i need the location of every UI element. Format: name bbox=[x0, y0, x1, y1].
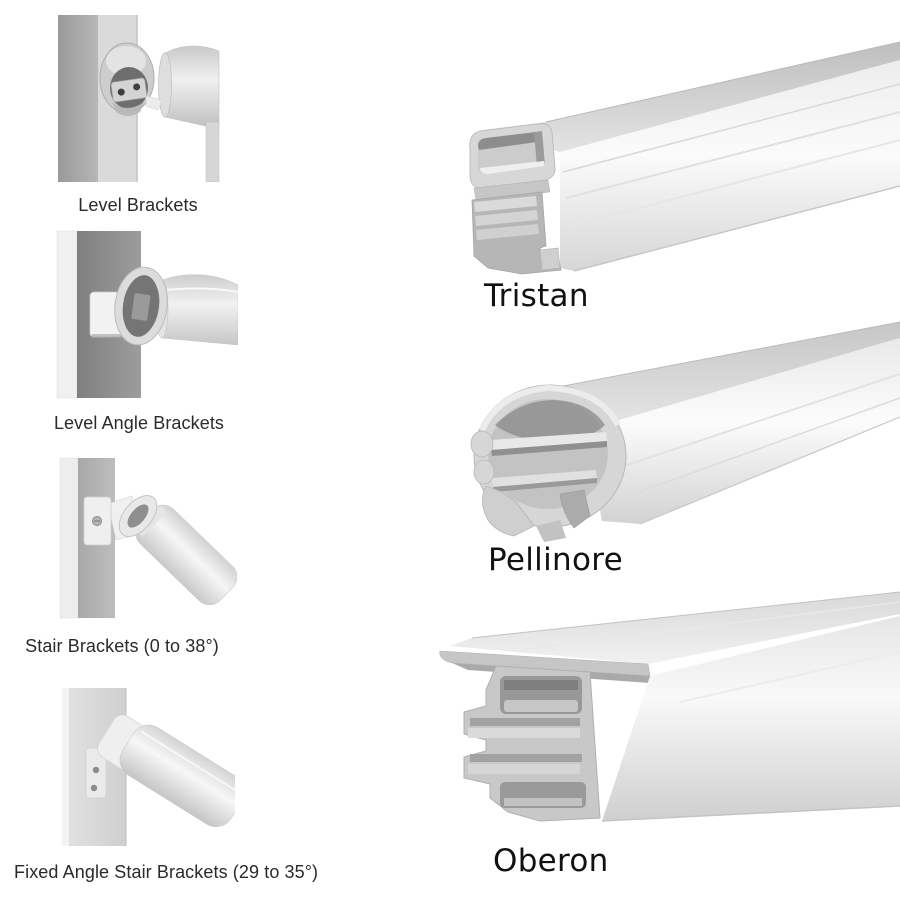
tristan-profile-photo bbox=[469, 41, 900, 275]
fixed-angle-stair-brackets-photo bbox=[62, 688, 235, 846]
bracket-label-level: Level Brackets bbox=[78, 195, 198, 215]
bracket-label-fixed-angle-stair: Fixed Angle Stair Brackets (29 to 35°) bbox=[14, 862, 319, 882]
bracket-label-stair: Stair Brackets (0 to 38°) bbox=[25, 636, 219, 656]
level-brackets-photo bbox=[58, 15, 220, 182]
stair-brackets-photo bbox=[59, 457, 237, 619]
oberon-profile-photo bbox=[439, 591, 900, 822]
level-angle-brackets-photo bbox=[56, 230, 238, 399]
rail-name-pellinore: Pellinore bbox=[488, 542, 623, 578]
pellinore-profile-photo bbox=[470, 321, 900, 542]
rail-name-oberon: Oberon bbox=[493, 843, 609, 879]
bracket-label-level-angle: Level Angle Brackets bbox=[53, 413, 225, 433]
rail-name-tristan: Tristan bbox=[484, 278, 589, 314]
